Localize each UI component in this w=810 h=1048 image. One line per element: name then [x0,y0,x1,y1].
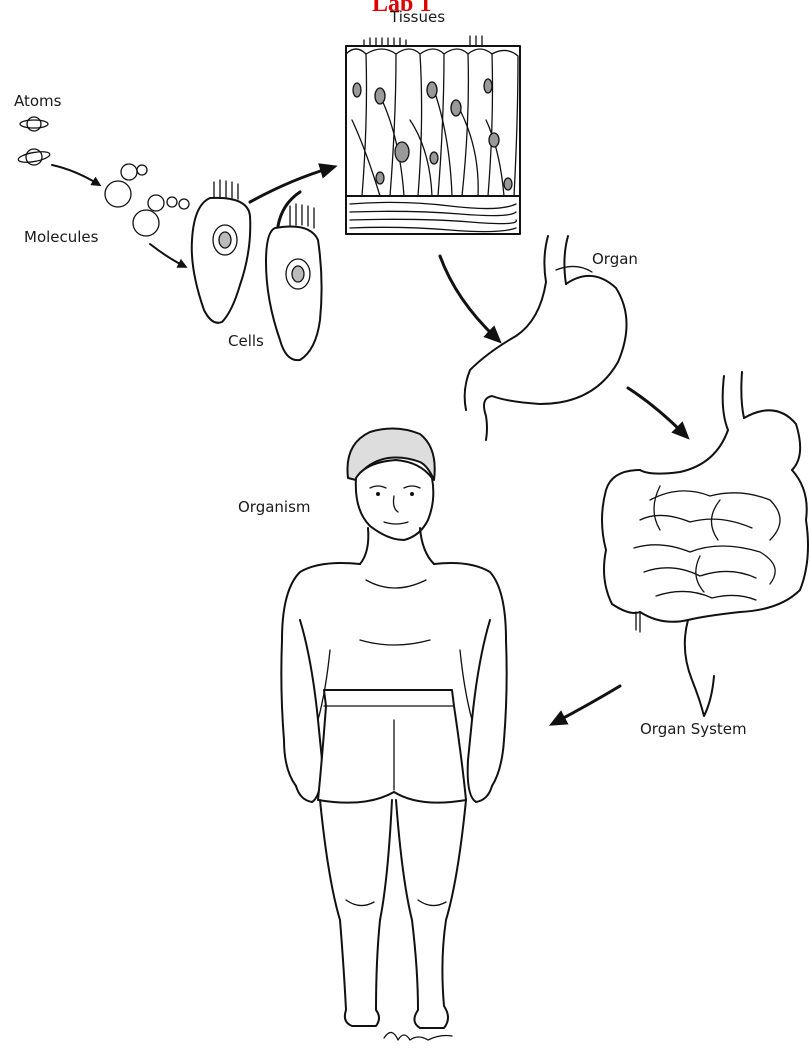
atom-icon-1 [20,117,48,131]
arrow-system-to-organism [556,686,620,722]
arrow-atoms-to-molecules [52,165,98,184]
arrow-organ-to-system [628,388,684,434]
molecule-icon-2 [133,195,189,236]
atom-icon-2 [17,149,50,165]
signature-icon [384,1032,452,1040]
arrow-cells-to-tissues [250,168,330,202]
arrow-molecules-to-cells [150,244,184,266]
organ-system-digestive-icon [602,372,808,716]
arrow-tissues-to-organ [440,256,496,338]
tissue-icon [346,36,520,234]
cell-icon-2 [266,204,322,360]
organism-human-figure [281,428,506,1028]
organ-stomach-icon [465,236,627,440]
cell-icon-1 [192,180,251,323]
arrow-cells-tail [278,192,300,226]
molecule-icon-1 [105,164,147,207]
